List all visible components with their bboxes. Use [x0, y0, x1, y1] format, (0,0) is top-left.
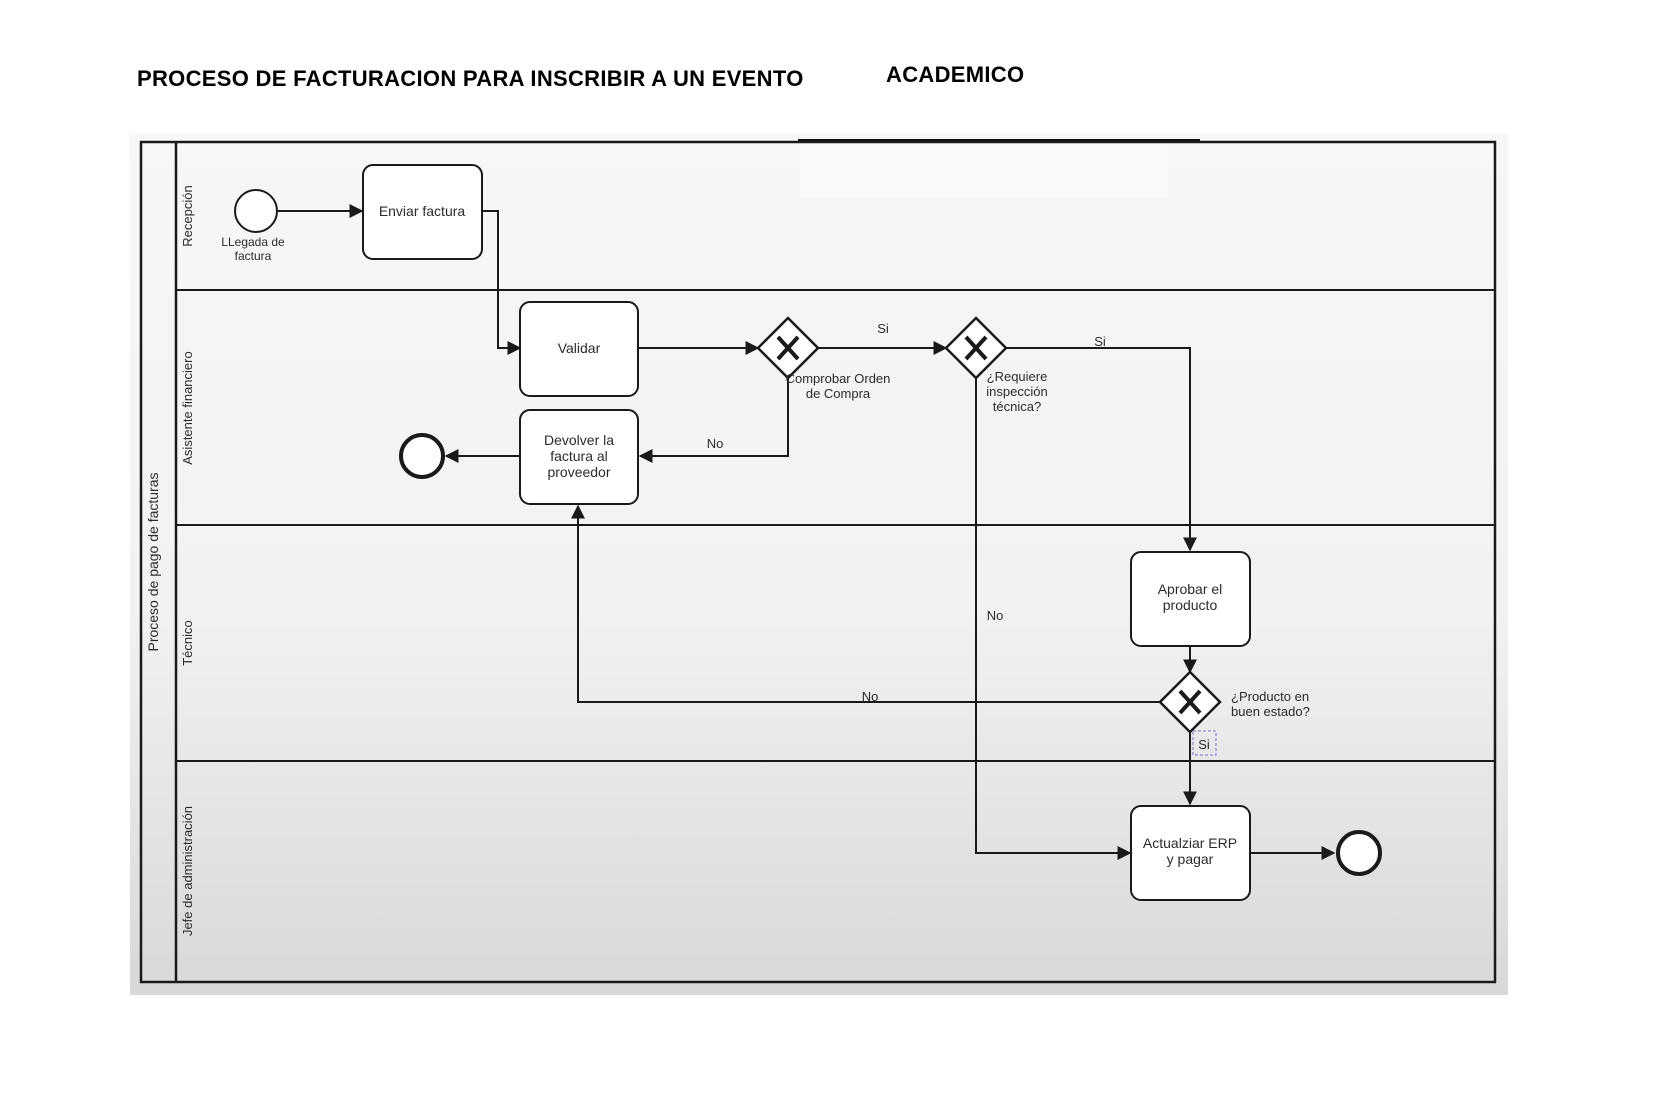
pool-label: Proceso de pago de facturas	[145, 472, 161, 651]
flow-producto-no	[571, 504, 1160, 703]
flow-label-no: No	[862, 689, 879, 704]
flow-label-no: No	[707, 436, 724, 451]
task-label: y pagar	[1167, 851, 1214, 867]
task-label: factura al	[550, 448, 608, 464]
task-aprobar-producto	[1130, 551, 1251, 647]
flow-inspeccion-no	[975, 378, 1132, 860]
start-event-label: factura	[235, 249, 272, 263]
lane-label-jefe: Jefe de administración	[180, 806, 195, 936]
gateway-label: ¿Producto en	[1231, 689, 1309, 704]
task-label: Actualziar ERP	[1143, 835, 1237, 851]
task-validar	[519, 301, 639, 397]
gateway-label: ¿Requiere	[987, 369, 1048, 384]
task-label: Devolver la	[544, 432, 614, 448]
task-enviar-factura	[362, 164, 483, 260]
diagram-title: PROCESO DE FACTURACION PARA INSCRIBIR A …	[137, 66, 804, 91]
gateway-label: de Compra	[806, 386, 871, 401]
flow-label-si: Si	[1094, 334, 1106, 349]
start-event-label: LLegada de	[221, 235, 285, 249]
exclusive-x-icon	[1178, 689, 1202, 715]
task-actualizar-erp	[1130, 805, 1251, 901]
start-event	[234, 189, 278, 233]
flow-label-si: Si	[877, 321, 889, 336]
lane-label-recepcion: Recepción	[180, 185, 195, 246]
gateway-label: Comprobar Orden	[786, 371, 891, 386]
gateway-comprobar-orden	[756, 316, 820, 380]
pool-border	[139, 140, 1497, 984]
end-event-pago	[1336, 830, 1382, 876]
task-label: producto	[1163, 597, 1218, 613]
pool-background	[130, 133, 1508, 995]
gateway-label: buen estado?	[1231, 704, 1310, 719]
flow-enviar-validar	[482, 210, 522, 355]
task-label: Enviar factura	[379, 203, 466, 219]
task-devolver-factura	[519, 409, 639, 505]
gateway-requiere-inspeccion	[944, 316, 1008, 380]
end-event-rechazo	[399, 433, 445, 479]
task-label: Aprobar el	[1158, 581, 1223, 597]
flow-inspeccion-si	[1006, 347, 1197, 552]
gateway-label: inspección	[986, 384, 1047, 399]
blank-patch	[800, 139, 1168, 197]
task-label: Validar	[558, 340, 601, 356]
flow-label-si: Si	[1198, 737, 1210, 752]
exclusive-x-icon	[964, 335, 988, 361]
flow-label-no: No	[987, 608, 1004, 623]
lane-label-asistente: Asistente financiero	[180, 351, 195, 464]
exclusive-x-icon	[776, 335, 800, 361]
diagram-title-suffix: ACADEMICO	[886, 62, 1025, 87]
label-selection-box	[1192, 730, 1217, 756]
lane-label-tecnico: Técnico	[180, 620, 195, 666]
gateway-label: técnica?	[993, 399, 1041, 414]
gateway-producto-buen-estado	[1158, 670, 1222, 734]
flow-comprobar-no	[638, 378, 789, 463]
task-label: proveedor	[547, 464, 610, 480]
